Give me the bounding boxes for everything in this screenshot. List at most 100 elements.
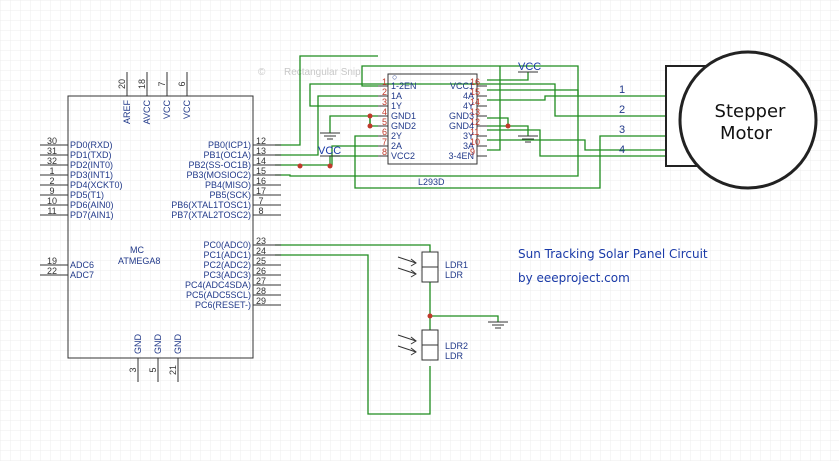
motor-wire-number: 1 xyxy=(619,84,625,96)
driver-pin-number: 9 xyxy=(470,147,475,157)
driver-pin-number: 14 xyxy=(470,97,480,107)
mcu-pin-number: 10 xyxy=(47,196,57,206)
mcu-pin-label: VCC xyxy=(162,100,172,120)
mcu-pin-number: 24 xyxy=(256,246,266,256)
driver-pin-label: 3-4EN xyxy=(448,151,474,161)
driver-pin-number: 15 xyxy=(470,87,480,97)
mcu-pin-number: 29 xyxy=(256,296,266,306)
mcu-pin-number: 21 xyxy=(168,365,178,375)
mcu-pin-number: 5 xyxy=(148,367,158,372)
mcu-pin-number: 31 xyxy=(47,146,57,156)
mcu-pin-number: 14 xyxy=(256,156,266,166)
driver-pin-number: 12 xyxy=(470,117,480,127)
mcu-pin-number: 15 xyxy=(256,166,266,176)
mcu-pin-label: AREF xyxy=(122,100,132,125)
driver-pin-number: 3 xyxy=(382,97,387,107)
mcu-pin-label: VCC xyxy=(182,100,192,120)
light-arrows-icon xyxy=(397,256,417,278)
vcc-label-left: VCC xyxy=(318,145,341,157)
driver-pin-label: VCC2 xyxy=(391,151,415,161)
light-arrows-icon xyxy=(397,334,417,356)
mcu-pin-number: 19 xyxy=(47,256,57,266)
ground-symbol-right xyxy=(518,135,538,143)
mcu-pin-number: 20 xyxy=(117,79,127,89)
driver-pin-number: 7 xyxy=(382,137,387,147)
mcu-pin-number: 13 xyxy=(256,146,266,156)
motor-wire-number: 2 xyxy=(619,104,625,116)
ground-symbol-left xyxy=(320,132,340,140)
driver-pin-label: 1A xyxy=(391,91,402,101)
mcu-pin-label: GND xyxy=(153,334,163,355)
wire-1y xyxy=(309,83,668,117)
mcu-pin-number: 11 xyxy=(47,206,56,216)
mcu-pin-label: PD3(INT1) xyxy=(70,170,113,180)
driver-pin-number: 8 xyxy=(382,147,387,157)
wire-pb0 xyxy=(275,55,378,146)
mcu-pin-number: 7 xyxy=(157,81,167,86)
driver-pin-number: 16 xyxy=(470,77,480,87)
mcu-pin-label: GND xyxy=(133,334,143,355)
driver-pin-label: GND1 xyxy=(391,111,416,121)
mcu-pin-label: PC1(ADC1) xyxy=(203,250,251,260)
driver-part-name: L293D xyxy=(418,177,445,187)
driver-pin1-marker: ○ xyxy=(392,72,397,82)
wire-adc1 xyxy=(275,254,431,415)
ghost-snip-label: Rectangular Snip xyxy=(284,67,361,78)
junction-dot xyxy=(367,113,373,119)
mcu-pin-label: PD1(TXD) xyxy=(70,150,112,160)
mcu-pin-label: PB0(ICP1) xyxy=(208,140,251,150)
mcu-pin-label: PB7(XTAL2TOSC2) xyxy=(171,210,251,220)
mcu-designator: MC xyxy=(130,245,144,255)
motor-label-line1: Stepper xyxy=(715,101,786,122)
mcu-pin-label: PD0(RXD) xyxy=(70,140,113,150)
mcu-pin-number: 2 xyxy=(49,176,54,186)
mcu-pin-number: 6 xyxy=(177,81,187,86)
motor-label-line2: Motor xyxy=(720,123,773,144)
ldr-1[interactable]: LDR1 LDR xyxy=(397,251,468,283)
wire-4y xyxy=(487,95,668,101)
driver-body xyxy=(387,73,478,165)
driver-pin-number: 2 xyxy=(382,87,387,97)
vcc-symbol-top: VCC xyxy=(518,61,541,73)
mcu-pin-label: GND xyxy=(173,334,183,355)
driver-pin-label: 1Y xyxy=(391,101,402,111)
ldr1-name: LDR1 xyxy=(445,260,468,270)
ldr-2[interactable]: LDR2 LDR xyxy=(397,329,468,361)
mcu-pin-label: PD5(T1) xyxy=(70,190,104,200)
wire-ldr-gnd xyxy=(430,315,499,322)
mcu-pin-label: PD4(XCKT0) xyxy=(70,180,123,190)
motor-circle xyxy=(678,50,818,190)
mcu-body xyxy=(67,95,254,359)
mcu-pin-label: ADC7 xyxy=(70,270,94,280)
driver-pin-number: 6 xyxy=(382,127,387,137)
mcu-part-name: ATMEGA8 xyxy=(118,256,160,266)
mcu-pin-number: 27 xyxy=(256,276,266,286)
junction-dot xyxy=(367,123,373,129)
mcu-pin-number: 22 xyxy=(47,266,57,276)
junction-dot xyxy=(505,123,511,129)
mcu-pin-label: PD6(AIN0) xyxy=(70,200,114,210)
driver-pin-label: 3A xyxy=(463,141,474,151)
driver-pin-label: 4A xyxy=(463,91,474,101)
mcu-pin-label: PB1(OC1A) xyxy=(203,150,251,160)
wire-gnd-right xyxy=(508,125,529,136)
mcu-pin-label: PC2(ADC2) xyxy=(203,260,251,270)
junction-dots xyxy=(297,113,511,319)
wire-vcc1 xyxy=(487,72,529,81)
driver-pin-number: 11 xyxy=(470,127,479,137)
mcu-pin-number: 26 xyxy=(256,266,266,276)
mcu-pin-number: 9 xyxy=(49,186,54,196)
mcu-pin-label: PC5(ADC5SCL) xyxy=(186,290,251,300)
vcc-label-top: VCC xyxy=(518,61,541,73)
mcu-pin-label: PC0(ADC0) xyxy=(203,240,251,250)
mcu-pin-number: 16 xyxy=(256,176,266,186)
wire-en12 xyxy=(361,65,579,95)
mcu-pin-number: 8 xyxy=(258,206,263,216)
